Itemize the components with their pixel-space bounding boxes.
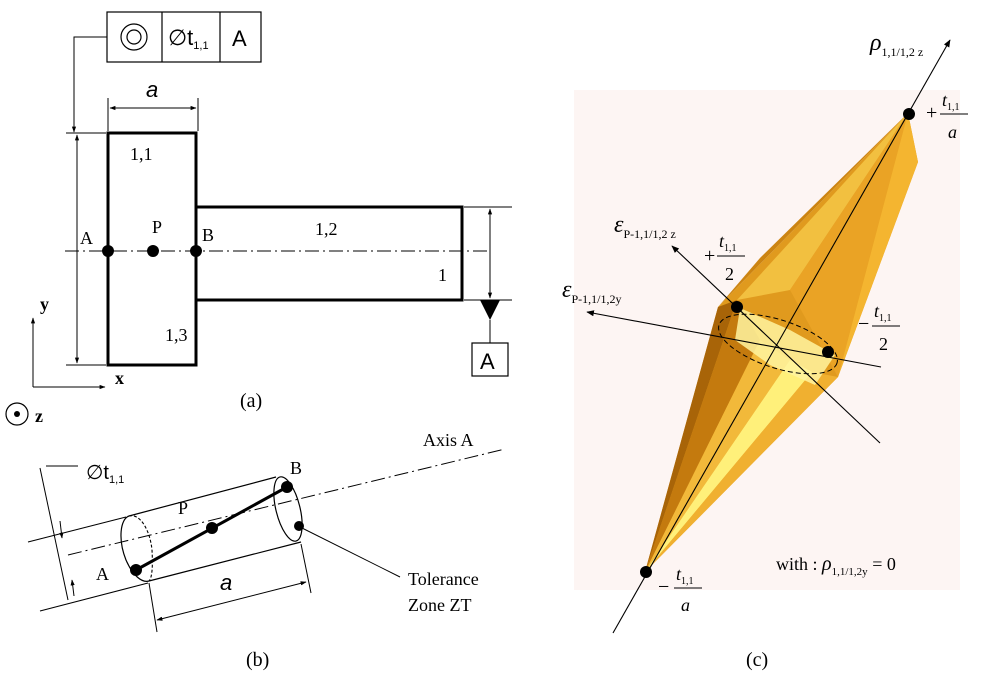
- face-1-2: 1,2: [315, 219, 338, 239]
- svg-text:A: A: [96, 564, 109, 584]
- zone-label-2: Zone ZT: [408, 595, 471, 615]
- svg-text:a: a: [220, 570, 232, 595]
- part-outline: [106, 131, 464, 367]
- face-1: 1: [438, 265, 447, 285]
- svg-text:B: B: [202, 225, 214, 245]
- svg-text:A: A: [480, 349, 495, 374]
- dimension-a: a: [107, 77, 199, 131]
- eps-y-axis: [586, 310, 882, 368]
- label-minus-t-over-a: − t1,1 a: [658, 564, 702, 615]
- svg-text:2: 2: [879, 334, 888, 354]
- svg-text:P: P: [152, 217, 162, 237]
- svg-text:t1,1: t1,1: [676, 564, 694, 587]
- svg-text:2: 2: [725, 264, 734, 284]
- face-1-1: 1,1: [130, 144, 153, 164]
- zone-length-dimension: a: [148, 543, 312, 633]
- dim-a-label: a: [146, 77, 158, 102]
- panel-c: ρ1,1/1,2 z + t1,1 a − t1,1 a εP-1,1/1,2 …: [562, 30, 968, 671]
- panel-label-a: (a): [240, 390, 262, 412]
- svg-text:P: P: [178, 498, 188, 518]
- height-dimension: [66, 132, 106, 366]
- z-axis-icon: [5, 402, 29, 426]
- svg-text:a: a: [681, 595, 690, 615]
- svg-text:−: −: [858, 313, 869, 335]
- svg-text:t1,1: t1,1: [719, 231, 737, 254]
- eps-z-axis: [671, 245, 881, 444]
- svg-text:∅t1,1: ∅t1,1: [86, 462, 124, 486]
- rho-label: ρ1,1/1,2 z: [869, 30, 923, 59]
- svg-text:+: +: [704, 245, 715, 267]
- zone-label-1: Tolerance: [408, 569, 479, 589]
- point-A: [102, 245, 114, 257]
- coordinate-axes: y x z: [5, 294, 124, 426]
- svg-text:t1,1: t1,1: [874, 301, 892, 324]
- datum-triangle: [480, 300, 500, 320]
- panel-label-c: (c): [746, 649, 768, 671]
- section-ellipse: [718, 313, 838, 375]
- point-P: [147, 245, 159, 257]
- rho-axis: [612, 39, 951, 634]
- tolerance-cylinder: [120, 476, 303, 582]
- polytope-note: with : ρ1,1/1,2y = 0: [776, 553, 896, 578]
- svg-text:B: B: [290, 458, 302, 478]
- concentricity-icon: [120, 23, 148, 51]
- label-minus-t-over-2: − t1,1 2: [858, 301, 900, 354]
- panel-a: ∅t1,1 A a: [5, 11, 512, 426]
- svg-text:−: −: [658, 576, 669, 598]
- axis-a-label: Axis A: [423, 430, 474, 450]
- svg-text:t1,1: t1,1: [942, 90, 960, 113]
- feature-control-frame: ∅t1,1 A: [71, 11, 262, 133]
- label-plus-t-over-2: + t1,1 2: [704, 231, 745, 284]
- label-plus-t-over-a: + t1,1 a: [926, 90, 968, 142]
- eps-y-label: εP-1,1/1,2y: [562, 277, 621, 306]
- face-1-3: 1,3: [165, 325, 188, 345]
- svg-text:+: +: [926, 102, 937, 124]
- panel-label-b: (b): [246, 649, 269, 671]
- axis-a-line: [67, 448, 506, 556]
- datum-box: [471, 342, 509, 377]
- panel-b: Axis A A P B ∅t1,1: [27, 430, 506, 671]
- svg-text:a: a: [948, 122, 957, 142]
- frame-datum: A: [232, 26, 247, 51]
- svg-text:z: z: [35, 406, 43, 426]
- svg-text:x: x: [115, 368, 124, 388]
- point-B: [190, 245, 202, 257]
- svg-text:A: A: [80, 228, 93, 248]
- zone-diameter-dimension: ∅t1,1: [27, 462, 149, 612]
- frame-tolerance: ∅t1,1: [168, 25, 209, 52]
- svg-text:y: y: [40, 294, 49, 314]
- eps-z-label: εP-1,1/1,2 z: [614, 212, 676, 241]
- right-dimension: A: [464, 206, 512, 377]
